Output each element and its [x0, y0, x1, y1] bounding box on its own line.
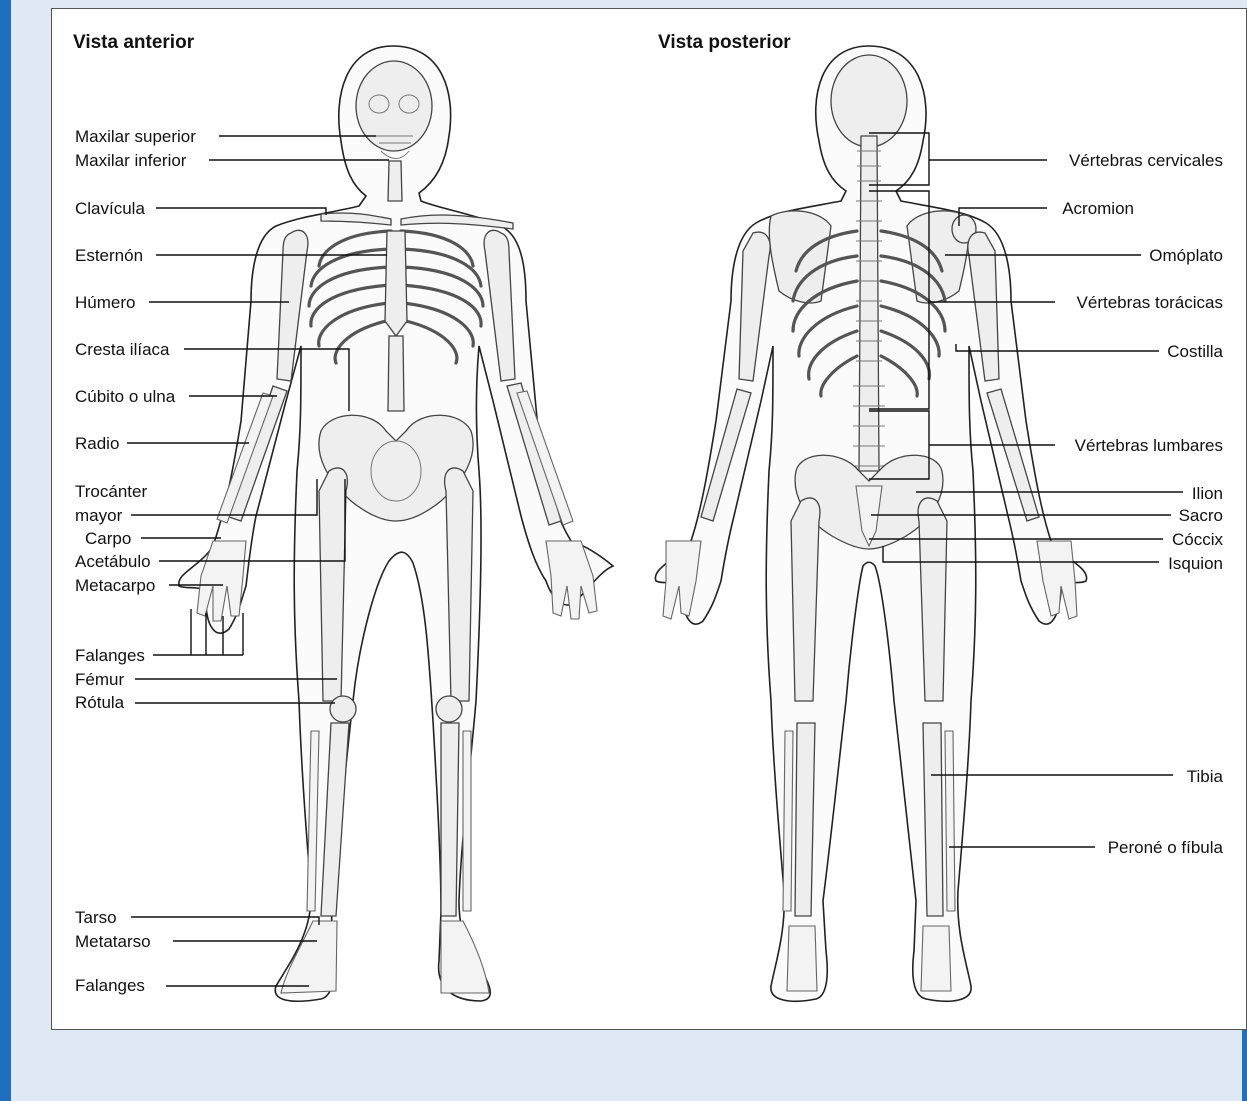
- label-omoplato: Omóplato: [1149, 246, 1223, 265]
- label-rotula: Rótula: [75, 693, 125, 712]
- label-humero: Húmero: [75, 293, 135, 312]
- label-acromion: Acromion: [1062, 199, 1134, 218]
- skeleton-figure-panel: Vista anterior Vista posterior Maxilar s…: [51, 8, 1247, 1030]
- label-vertebras-lumbares: Vértebras lumbares: [1075, 436, 1223, 455]
- label-vertebras-toracicas: Vértebras torácicas: [1077, 293, 1223, 312]
- sternum: [385, 231, 407, 336]
- label-metacarpo: Metacarpo: [75, 576, 155, 595]
- right-accent-bar: [1242, 1030, 1247, 1101]
- label-carpo: Carpo: [85, 529, 131, 548]
- anterior-view-title: Vista anterior: [73, 32, 195, 53]
- label-clavicula: Clavícula: [75, 199, 145, 218]
- label-perone: Peroné o fíbula: [1108, 838, 1224, 857]
- heel-left: [787, 926, 817, 991]
- tibia-back-left: [795, 723, 815, 916]
- label-acetabulo: Acetábulo: [75, 552, 151, 571]
- posterior-view-title: Vista posterior: [658, 32, 791, 53]
- skull: [356, 61, 432, 151]
- label-ilion: Ilion: [1192, 484, 1223, 503]
- label-tibia: Tibia: [1187, 767, 1224, 786]
- label-falanges-pie: Falanges: [75, 976, 145, 995]
- label-trocanter-1: Trocánter: [75, 482, 147, 501]
- label-metatarso: Metatarso: [75, 932, 151, 951]
- patella-right: [436, 696, 462, 722]
- fibula-back-right: [945, 731, 955, 911]
- label-cubito: Cúbito o ulna: [75, 387, 176, 406]
- label-falanges-mano: Falanges: [75, 646, 145, 665]
- cervical-spine-front: [388, 161, 402, 201]
- label-esternon: Esternón: [75, 246, 143, 265]
- label-tarso: Tarso: [75, 908, 117, 927]
- hand-left-bones: [197, 541, 246, 621]
- fibula-right: [463, 731, 471, 911]
- lumbar-spine-front: [388, 336, 404, 411]
- scapula-left: [769, 211, 831, 303]
- posterior-figure: [655, 46, 1086, 1001]
- label-isquion: Isquion: [1168, 554, 1223, 573]
- foot-left-bones: [281, 921, 337, 993]
- heel-right: [921, 926, 951, 991]
- label-radio: Radio: [75, 434, 119, 453]
- left-accent-bar: [0, 0, 11, 1101]
- label-maxilar-inferior: Maxilar inferior: [75, 151, 187, 170]
- label-vertebras-cervicales: Vértebras cervicales: [1069, 151, 1223, 170]
- label-cresta-iliaca: Cresta ilíaca: [75, 340, 170, 359]
- patella-left: [330, 696, 356, 722]
- fibula-back-left: [783, 731, 793, 911]
- label-trocanter-2: mayor: [75, 506, 123, 525]
- skeleton-diagram: Vista anterior Vista posterior Maxilar s…: [52, 9, 1246, 1029]
- label-sacro: Sacro: [1179, 506, 1223, 525]
- label-coccix: Cóccix: [1172, 530, 1224, 549]
- tibia-back-right: [923, 723, 943, 916]
- tibia-right: [441, 723, 459, 916]
- label-femur: Fémur: [75, 670, 124, 689]
- anterior-figure: [179, 46, 613, 1001]
- label-costilla: Costilla: [1167, 342, 1223, 361]
- label-maxilar-superior: Maxilar superior: [75, 127, 196, 146]
- foot-right-bones: [441, 921, 489, 993]
